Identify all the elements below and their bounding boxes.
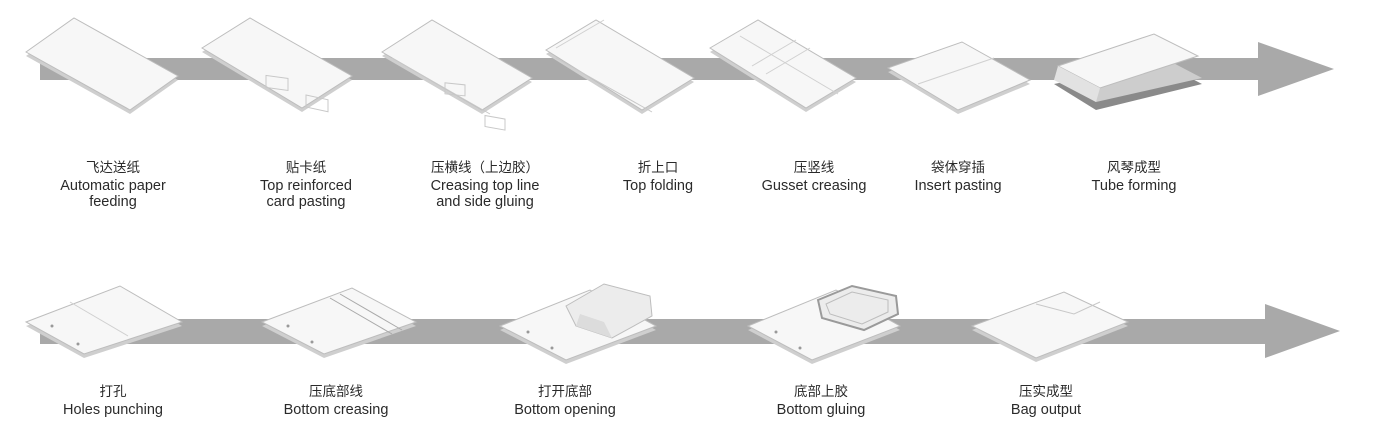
step-label-zh: 风琴成型 — [1106, 160, 1161, 176]
step-label-holes-punching: 打孔 Holes punching — [63, 384, 163, 418]
step-label-en: Top reinforced — [260, 177, 352, 194]
step-label-zh: 打开底部 — [537, 384, 592, 400]
step-label-automatic-paper-feeding: 飞达送纸 Automatic paper feeding — [60, 160, 166, 211]
step-label-en: Automatic paper — [60, 177, 166, 194]
step-label-zh: 压横线（上边胶） — [430, 160, 539, 176]
step-label-gusset-creasing: 压竖线 Gusset creasing — [762, 160, 867, 194]
step-label-top-folding: 折上口 Top folding — [623, 160, 693, 194]
step-label-zh: 压实成型 — [1019, 384, 1073, 400]
step-label-en: card pasting — [266, 194, 346, 210]
step-label-en: Top folding — [622, 177, 694, 194]
step-label-zh: 袋体穿插 — [931, 160, 985, 176]
step-label-bottom-creasing: 压底部线 Bottom creasing — [284, 384, 389, 418]
step-label-en: Holes punching — [63, 401, 163, 418]
step-label-zh: 折上口 — [637, 160, 679, 176]
step-label-en: Bottom creasing — [283, 401, 389, 418]
sheet-icon-bottom-creasing — [260, 287, 418, 358]
sheet-icon-holes-punching — [24, 285, 184, 358]
step-label-en: Bag output — [1010, 401, 1082, 418]
step-label-en: Bottom gluing — [776, 401, 866, 418]
step-label-creasing-top-line: 压横线（上边胶） Creasing top line and side glui… — [431, 160, 540, 211]
step-label-en: Gusset creasing — [761, 177, 867, 194]
sheet-icon-gusset-creasing — [709, 19, 857, 112]
step-label-bag-output: 压实成型 Bag output — [1011, 384, 1081, 418]
step-label-zh: 打孔 — [99, 384, 127, 400]
step-label-top-reinforced-card-pasting: 贴卡纸 Top reinforced card pasting — [260, 160, 352, 211]
process-arrow-row-2 — [40, 304, 1340, 358]
bag-icon-bag-output — [970, 291, 1130, 362]
step-label-en: feeding — [89, 194, 137, 210]
step-label-tube-forming: 风琴成型 Tube forming — [1092, 160, 1177, 194]
sheet-icon-top-folding — [545, 19, 695, 114]
step-label-bottom-opening: 打开底部 Bottom opening — [514, 384, 616, 418]
step-label-en: Insert pasting — [914, 177, 1002, 194]
sheet-icon-automatic-paper-feeding — [25, 17, 179, 114]
step-label-en: Creasing top line — [430, 177, 540, 194]
process-arrow-row-1 — [40, 42, 1334, 96]
step-label-en: and side gluing — [436, 194, 534, 210]
sheet-icon-creasing-top-line-side-gluing — [381, 19, 533, 131]
sheet-icon-bottom-gluing — [746, 284, 902, 364]
sheet-icon-insert-pasting — [886, 41, 1032, 114]
step-label-en: Bottom opening — [514, 401, 616, 418]
step-label-bottom-gluing: 底部上胶 Bottom gluing — [777, 384, 866, 418]
step-label-zh: 压竖线 — [793, 160, 835, 176]
step-label-zh: 贴卡纸 — [285, 160, 327, 176]
tube-icon-tube-forming — [1054, 33, 1202, 110]
step-label-zh: 底部上胶 — [793, 384, 848, 400]
step-label-zh: 压底部线 — [309, 384, 363, 400]
sheet-icon-top-reinforced-card-pasting — [201, 17, 353, 113]
step-label-insert-pasting: 袋体穿插 Insert pasting — [914, 160, 1001, 194]
step-label-zh: 飞达送纸 — [86, 160, 140, 176]
sheet-icon-bottom-opening — [498, 283, 658, 364]
step-label-en: Tube forming — [1091, 177, 1177, 194]
